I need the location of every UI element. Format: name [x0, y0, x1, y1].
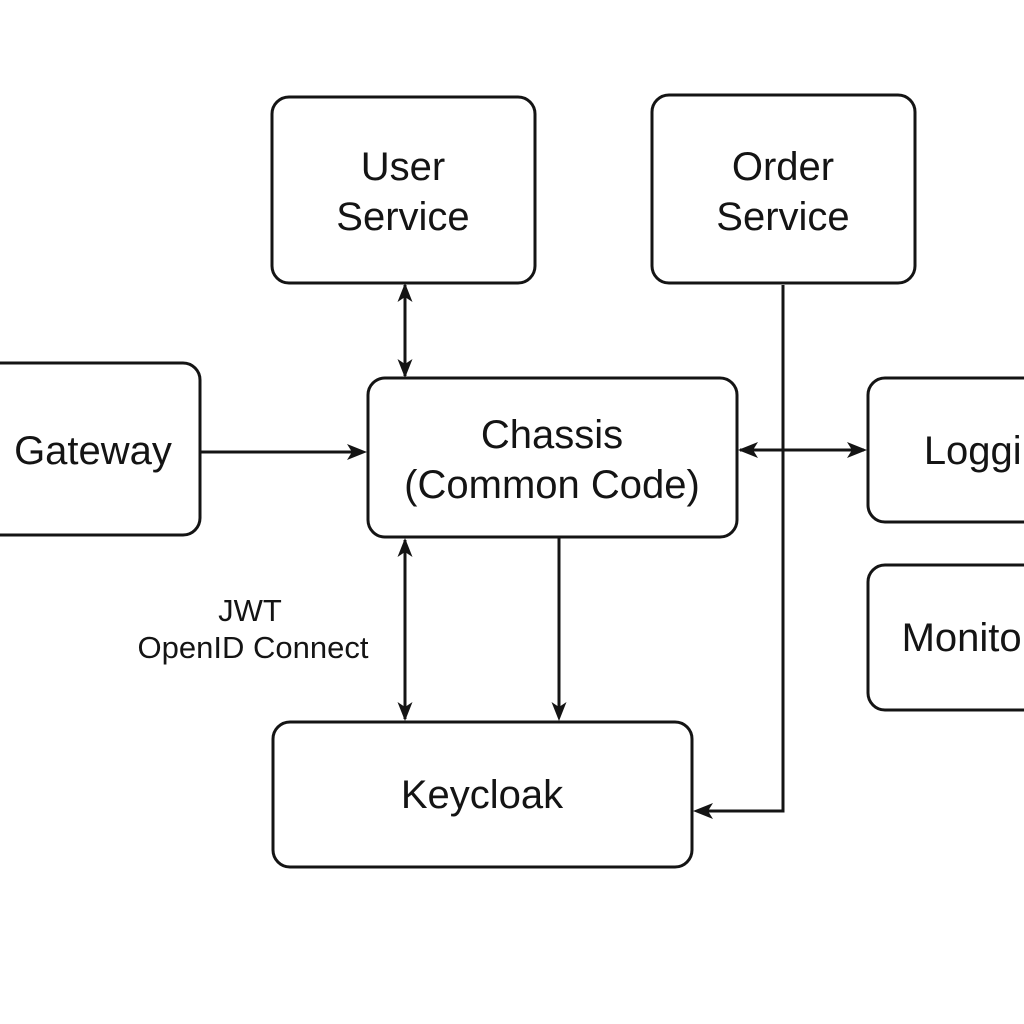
node-logging: Logging — [866, 376, 1024, 524]
arrowhead-right-chassis-left — [347, 444, 367, 460]
node-keycloak: Keycloak — [271, 720, 694, 869]
edge-label-line1: JWT — [218, 593, 282, 628]
arrowhead-up-chassis-bottom — [397, 538, 413, 557]
arrowhead-left-chassis-right — [738, 442, 758, 458]
keycloak-box — [271, 720, 694, 869]
gateway-box — [0, 361, 202, 537]
edge-label-line2: OpenID Connect — [138, 630, 369, 665]
order-service-box — [650, 93, 917, 285]
gateway-label: Gateway — [14, 429, 172, 473]
node-monitoring: Monitoring — [866, 563, 1024, 712]
chassis-label-line2: (Common Code) — [404, 463, 700, 507]
chassis-label-line1: Chassis — [481, 413, 623, 457]
arrowhead-down-keycloak-top-right — [551, 702, 567, 721]
node-user-service: User Service — [270, 95, 537, 285]
arrowhead-down-keycloak-top-left — [397, 702, 413, 721]
arrowhead-up-user-service — [397, 283, 413, 302]
user-service-label-line2: Service — [336, 195, 469, 239]
arrowhead-right-logging-left — [847, 442, 867, 458]
edges-layer — [200, 283, 867, 819]
node-gateway: Gateway — [0, 361, 202, 537]
logging-label: Logging — [924, 429, 1024, 473]
keycloak-label: Keycloak — [401, 773, 564, 817]
order-service-label-line1: Order — [732, 145, 834, 189]
user-service-box — [270, 95, 537, 285]
edge-label-auth: JWT OpenID Connect — [138, 593, 369, 665]
arrowhead-left-keycloak-right — [693, 803, 713, 819]
chassis-box — [366, 376, 739, 539]
edge-order-service-keycloak — [698, 285, 785, 813]
arrowhead-down-chassis-top — [397, 359, 413, 378]
order-service-label-line2: Service — [716, 195, 849, 239]
node-order-service: Order Service — [650, 93, 917, 285]
node-chassis: Chassis (Common Code) — [366, 376, 739, 539]
user-service-label-line1: User — [361, 145, 445, 189]
monitoring-label: Monitoring — [902, 616, 1024, 660]
monitoring-box — [866, 563, 1024, 712]
logging-box — [866, 376, 1024, 524]
